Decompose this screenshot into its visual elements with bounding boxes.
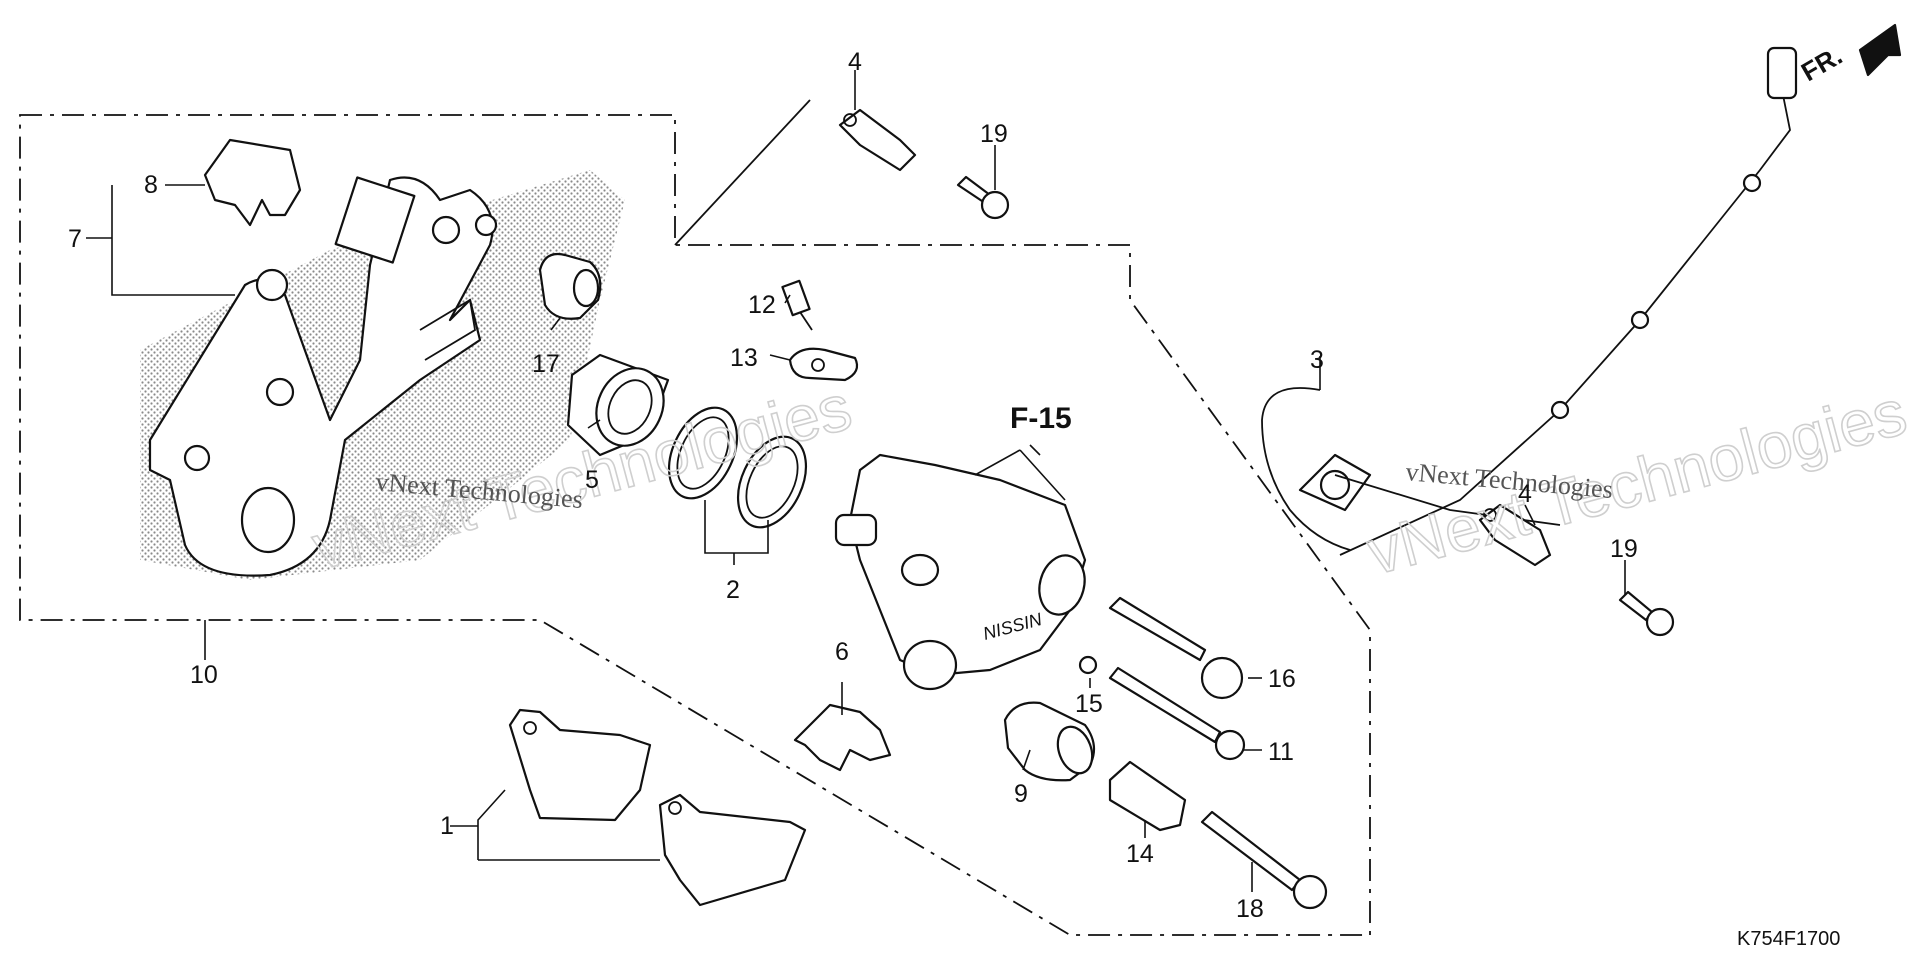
callout-11: 11 [1268,738,1294,766]
callout-14: 14 [1126,840,1154,868]
callout-3: 3 [1310,346,1324,374]
callout-1: 1 [440,812,454,840]
front-direction-label: FR. [1796,40,1847,87]
caliper-bolt [1200,810,1328,910]
caliper-bracket [148,176,498,577]
caliper-body: NISSIN [834,453,1087,691]
diagram-code: K754F1700 [1737,928,1840,950]
caliper-sleeve [1108,760,1187,832]
callout-13: 13 [730,344,758,372]
hose-clamp-lower [1478,503,1552,567]
flange-bolt-lower [1618,590,1675,637]
section-reference-label: F-15 [1010,402,1072,435]
flange-bolt-upper [956,175,1010,220]
pin-o-ring [1078,655,1098,675]
wheel-speed-sensor [1261,46,1798,556]
callout-5: 5 [585,466,599,494]
hose-clamp-upper [838,108,917,172]
callout-6: 6 [835,638,849,666]
callout-10: 10 [190,661,218,689]
caliper-pin-boot [1003,701,1096,782]
bleeder-cap [788,347,859,382]
callout-16: 16 [1268,665,1296,693]
caliper-pin-a [1108,596,1244,700]
brake-pad-set [508,708,807,907]
front-direction-indicator: FR. [1796,23,1902,87]
callout-2: 2 [726,576,740,604]
callout-9: 9 [1014,780,1028,808]
bleeder-screw [781,279,813,331]
pad-spring [793,703,892,772]
caliper-pin-b [1108,666,1246,761]
callout-labels: 1 2 3 4 4 5 6 7 8 9 10 11 12 13 14 15 16… [68,48,1638,923]
callout-7: 7 [68,225,82,253]
pin-boot [538,252,602,320]
leader-lines [86,70,1626,892]
callout-18: 18 [1236,895,1264,923]
callout-4-upper: 4 [848,48,862,76]
callout-4-lower: 4 [1518,480,1532,508]
callout-15: 15 [1075,690,1103,718]
callout-19-lower: 19 [1610,535,1638,563]
callout-17: 17 [532,350,560,378]
caliper-piston [566,353,670,457]
pad-retainer-clip [203,138,302,227]
callout-12: 12 [748,291,776,319]
callout-19-upper: 19 [980,120,1008,148]
piston-seal-set [667,406,808,529]
callout-8: 8 [144,171,158,199]
assembly-boundary-lines [19,99,1371,936]
